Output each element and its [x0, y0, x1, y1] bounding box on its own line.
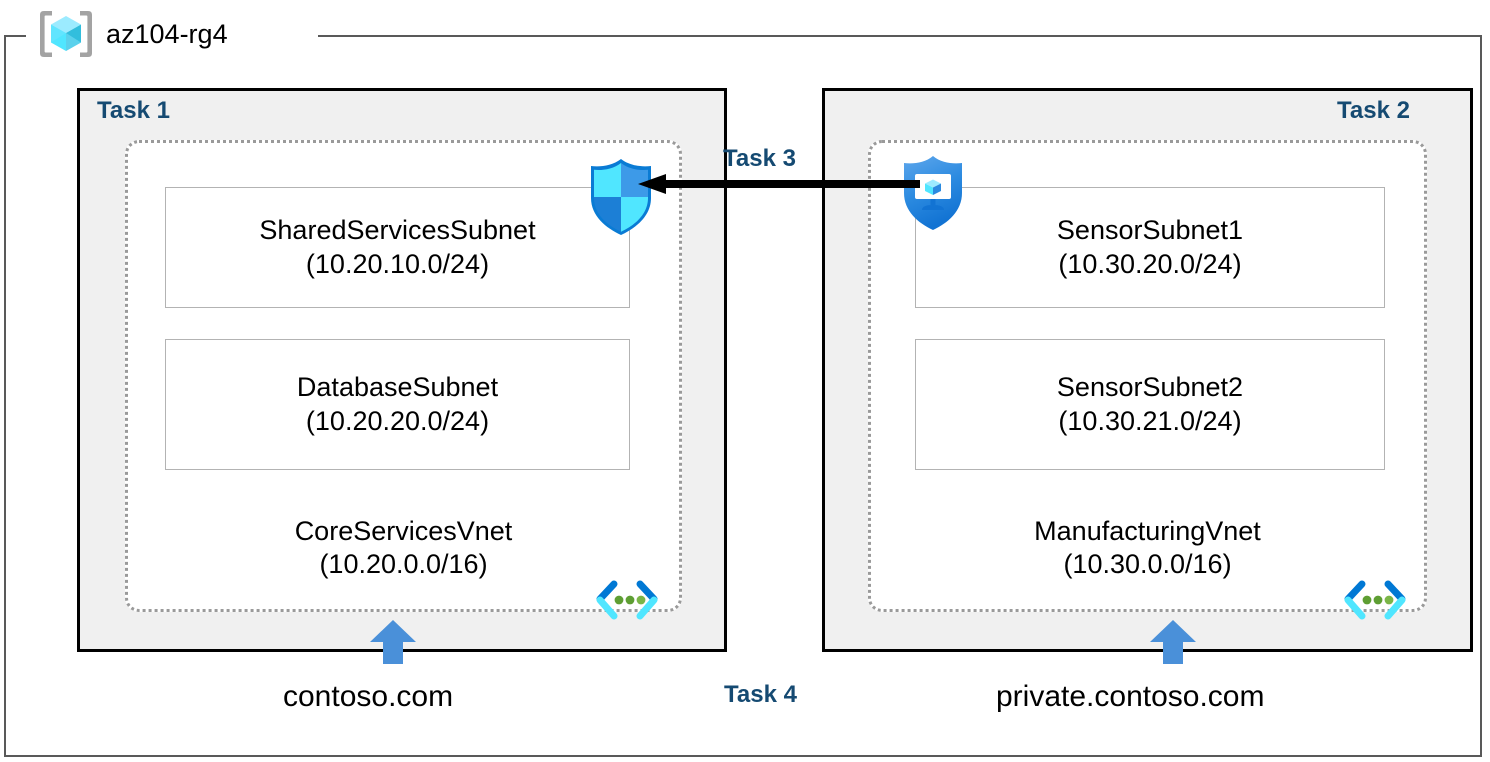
- subnet-name: DatabaseSubnet: [296, 372, 499, 403]
- resource-group-title: az104-rg4: [38, 6, 228, 62]
- task4-label: Task 4: [724, 681, 797, 708]
- resource-group-name: az104-rg4: [106, 18, 228, 49]
- vnet-name: ManufacturingVnet: [1034, 516, 1261, 546]
- dns-link-arrow: [1150, 620, 1196, 664]
- task1-label: Task 1: [97, 97, 170, 124]
- subnet-sensor2: SensorSubnet2 (10.30.21.0/24): [915, 339, 1385, 470]
- subnet-name: SharedServicesSubnet: [259, 215, 536, 246]
- vnet-cidr: (10.20.0.0/16): [319, 549, 488, 580]
- task2-label: Task 2: [1337, 97, 1410, 124]
- subnet-sensor1: SensorSubnet1 (10.30.20.0/24): [915, 187, 1385, 308]
- vnet-name: CoreServicesVnet: [294, 516, 513, 546]
- vnet-peering-arrow: [636, 172, 920, 196]
- task3-label: Task 3: [723, 145, 796, 172]
- subnet-database: DatabaseSubnet (10.20.20.0/24): [165, 339, 630, 470]
- dns-zone-contoso: contoso.com: [283, 680, 454, 713]
- azure-resource-group-cube-icon: [38, 8, 94, 60]
- resource-group-boundary: [4, 35, 1482, 757]
- vnet-icon: [594, 578, 660, 626]
- firewall-shield-icon: [584, 156, 658, 238]
- subnet-cidr: (10.30.21.0/24): [1058, 405, 1242, 436]
- network-security-group-icon: [896, 152, 970, 234]
- subnet-cidr: (10.20.20.0/24): [305, 405, 490, 436]
- subnet-name: SensorSubnet1: [1056, 215, 1244, 246]
- subnet-shared-services: SharedServicesSubnet (10.20.10.0/24): [165, 187, 630, 308]
- vnet-caption-manufacturing: ManufacturingVnet (10.30.0.0/16): [868, 515, 1427, 582]
- subnet-name: SensorSubnet2: [1056, 372, 1244, 403]
- dns-link-arrow: [370, 620, 416, 664]
- subnet-cidr: (10.30.20.0/24): [1058, 248, 1242, 279]
- vnet-icon: [1342, 578, 1408, 626]
- subnet-cidr: (10.20.10.0/24): [305, 248, 490, 279]
- dns-zone-private-contoso: private.contoso.com: [996, 680, 1265, 713]
- vnet-cidr: (10.30.0.0/16): [1063, 549, 1232, 580]
- vnet-caption-core-services: CoreServicesVnet (10.20.0.0/16): [125, 515, 682, 582]
